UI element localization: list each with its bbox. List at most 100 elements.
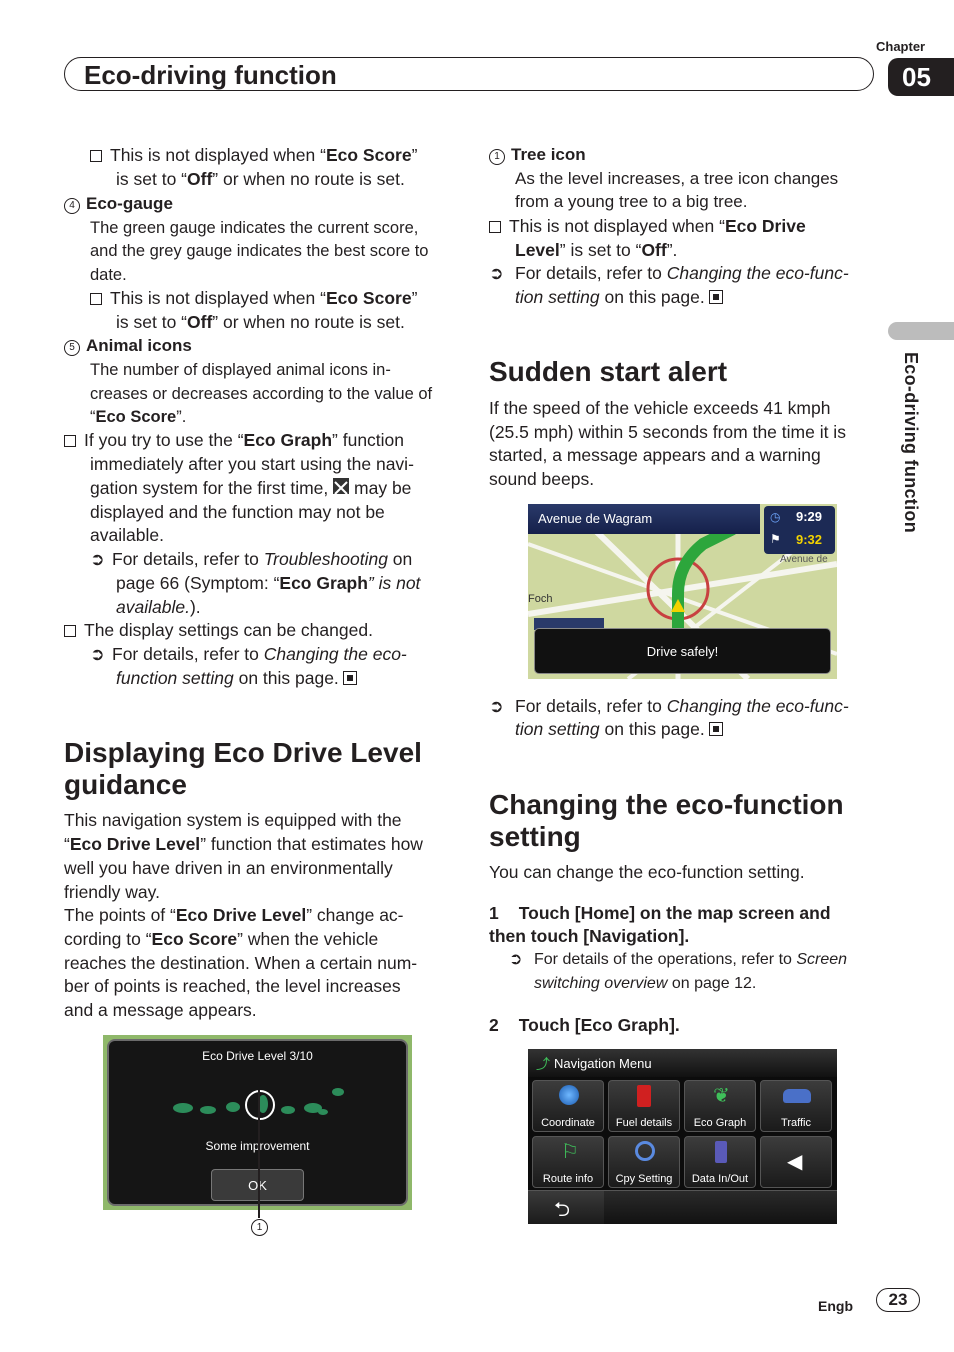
step-heading: then touch [Navigation]. [489, 926, 690, 946]
section-heading: Changing the eco-function [489, 789, 844, 820]
reference-line: switching overview on page 12. [534, 975, 757, 992]
checkbox-bullet-icon [489, 221, 501, 233]
reference-line: page 66 (Symptom: “Eco Graph” is not [116, 573, 421, 593]
body-text: reaches the destination. When a certain … [64, 953, 418, 973]
item-description: “Eco Score”. [90, 408, 187, 426]
item-description: The number of displayed animal icons in- [90, 361, 391, 379]
section-heading: Displaying Eco Drive Level [64, 737, 422, 768]
eco-graph-button[interactable]: ❦Eco Graph [684, 1080, 756, 1132]
note-line: is set to “Off” or when no route is set. [116, 312, 405, 332]
settings-disc-icon [635, 1141, 655, 1161]
body-text: started, a message appears and a warning [489, 445, 821, 465]
end-mark-icon [708, 290, 723, 304]
item-description: date. [90, 266, 127, 284]
chapter-label: Chapter [876, 39, 926, 54]
section-heading: setting [489, 821, 581, 852]
note-line: is set to “Off” or when no route is set. [116, 169, 405, 189]
note-line: This is not displayed when “Eco Drive [489, 214, 806, 238]
language-code: Engb [818, 1298, 853, 1314]
arrival-time: 9:32 [796, 532, 823, 547]
mini-status-bar [534, 618, 604, 630]
item-description: from a young tree to a big tree. [515, 192, 748, 211]
fuel-pump-icon [637, 1085, 651, 1107]
back-button[interactable]: ⮌ [528, 1190, 604, 1224]
body-text: well you have driven in an environmental… [64, 858, 393, 878]
navigation-menu-screenshot: ⤴ Navigation Menu Coordinate Fuel detail… [528, 1049, 837, 1224]
car-icon [783, 1089, 811, 1103]
note-line: displayed and the function may not be [90, 502, 385, 522]
item-description: creases or decreases according to the va… [90, 385, 433, 403]
item-description: and the grey gauge indicates the best sc… [90, 242, 429, 260]
section-header-title: Eco-driving function [84, 60, 337, 90]
unavailable-icon [333, 478, 350, 495]
menu-title: Navigation Menu [554, 1056, 652, 1071]
callout-line [258, 1090, 260, 1218]
body-text: ber of points is reached, the level incr… [64, 976, 401, 996]
menu-bottom-bar [604, 1190, 837, 1224]
arrow-ref-icon: ➲ [489, 696, 504, 716]
item-number: 4 [64, 198, 80, 214]
note-line: Level” is set to “Off”. [515, 240, 678, 260]
note-line: If you try to use the “Eco Graph” functi… [64, 428, 404, 452]
note-line: immediately after you start using the na… [90, 454, 414, 474]
eco-drive-level-screenshot: Eco Drive Level 3/10 Some improvement OK [103, 1035, 412, 1210]
leaf-icon: ❦ [713, 1085, 730, 1107]
reference-line: ➲For details, refer to Troubleshooting o… [90, 549, 413, 569]
body-text: sound beeps. [489, 469, 595, 489]
current-time: 9:29 [796, 509, 823, 524]
section-heading: Sudden start alert [489, 356, 728, 387]
menu-title-bar: ⤴ Navigation Menu [528, 1049, 837, 1077]
arrow-ref-icon: ➲ [90, 644, 105, 664]
note-line: This is not displayed when “Eco Score” [90, 286, 417, 310]
globe-icon [559, 1085, 579, 1105]
page-number: 23 [876, 1288, 920, 1312]
body-text: and a message appears. [64, 1000, 257, 1020]
body-text: The points of “Eco Drive Level” change a… [64, 905, 404, 925]
end-mark-icon [708, 722, 723, 736]
memory-card-icon [715, 1141, 727, 1163]
tree-icon-highlight-circle [245, 1090, 275, 1120]
street-name-bar: Avenue de Wagram [528, 504, 760, 534]
callout-number: 1 [251, 1219, 268, 1236]
checkbox-bullet-icon [64, 625, 76, 637]
route-icon: ⚐ [561, 1141, 579, 1163]
reference-line: ➲For details, refer to Changing the eco- [90, 644, 407, 664]
end-mark-icon [342, 671, 357, 685]
route-info-button[interactable]: ⚐Route info [532, 1136, 604, 1188]
note-line: This is not displayed when “Eco Score” [90, 143, 417, 167]
checkbox-bullet-icon [90, 150, 102, 162]
body-text: friendly way. [64, 882, 160, 902]
page-back-arrow-button[interactable]: ◀ [760, 1136, 832, 1188]
flag-icon: ⚑ [770, 532, 781, 546]
reference-line: function setting on this page. [116, 666, 357, 690]
note-line: gation system for the first time, may be [90, 478, 412, 498]
road-label: Avenue de [780, 554, 828, 565]
body-text: cording to “Eco Score” when the vehicle [64, 929, 379, 949]
body-text: If the speed of the vehicle exceeds 41 k… [489, 398, 831, 418]
traffic-button[interactable]: Traffic [760, 1080, 832, 1132]
checkbox-bullet-icon [90, 293, 102, 305]
reference-line: ➲For details of the operations, refer to… [509, 948, 847, 972]
reference-line: available.). [116, 597, 201, 617]
item-number: 1 [489, 149, 505, 165]
item-description: As the level increases, a tree icon chan… [515, 169, 839, 188]
item-number: 5 [64, 340, 80, 356]
checkbox-bullet-icon [64, 435, 76, 447]
drive-safely-alert: Drive safely! [534, 628, 831, 674]
body-text: (25.5 mph) within 5 seconds from the tim… [489, 422, 846, 442]
copy-setting-button[interactable]: Cpy Setting [608, 1136, 680, 1188]
ok-button[interactable]: OK [211, 1169, 304, 1201]
coordinate-button[interactable]: Coordinate [532, 1080, 604, 1132]
section-header-frame [64, 57, 874, 91]
time-panel: ◷ 9:29 ⚑ 9:32 [764, 506, 835, 554]
left-arrow-icon: ◀ [787, 1151, 803, 1173]
data-in-out-button[interactable]: Data In/Out [684, 1136, 756, 1188]
side-tab-marker [888, 322, 954, 340]
clock-icon: ◷ [770, 510, 781, 524]
fuel-details-button[interactable]: Fuel details [608, 1080, 680, 1132]
chapter-number: 05 [888, 58, 954, 96]
